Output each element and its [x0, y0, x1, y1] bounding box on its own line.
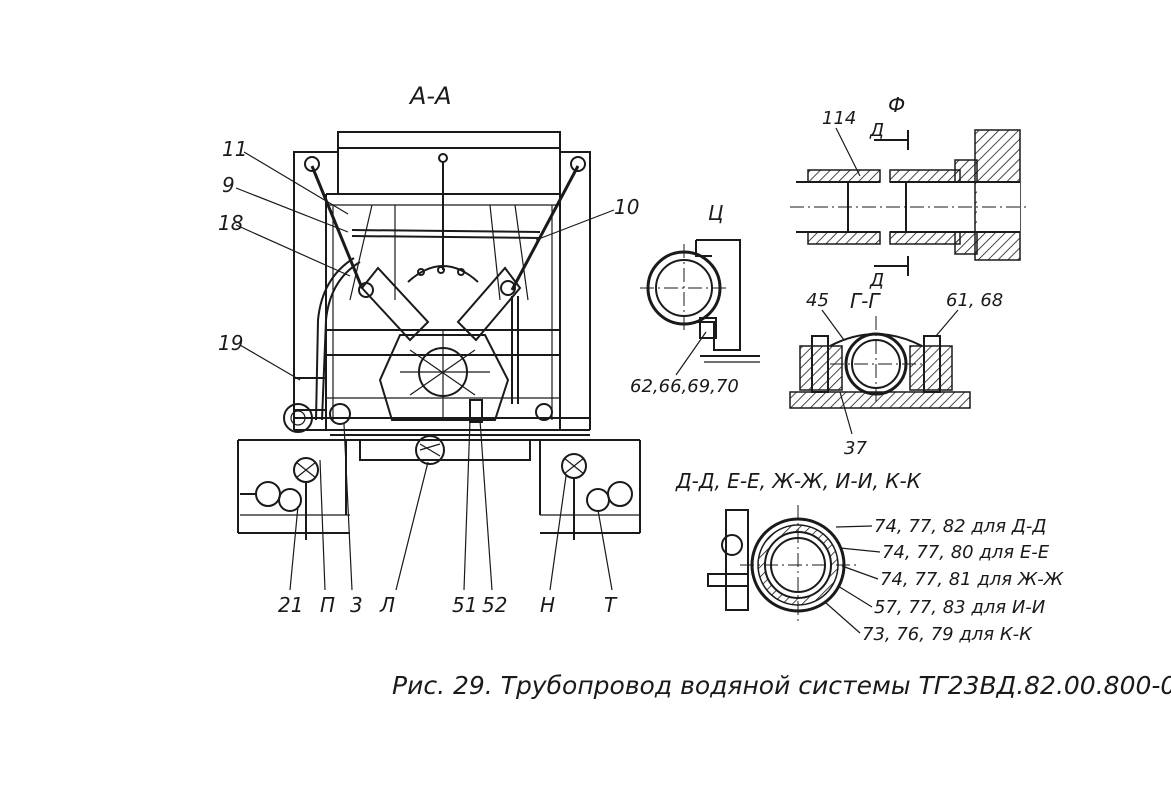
legend-kk: 73, 76, 79 для К-К — [862, 624, 1033, 645]
label-51: 51 — [452, 593, 477, 617]
title-aa: А-А — [408, 82, 452, 110]
callout-18: 18 — [218, 211, 243, 235]
title-dd-list: Д-Д, Е-Е, Ж-Ж, И-И, К-К — [675, 469, 922, 493]
legend-ee: 74, 77, 80 для Е-Е — [882, 542, 1050, 563]
label-3: 3 — [350, 593, 363, 617]
legend-ii: 57, 77, 83 для И-И — [874, 597, 1045, 618]
label-114: 114 — [822, 108, 856, 129]
label-37: 37 — [844, 438, 867, 459]
label-n: Н — [540, 593, 555, 617]
view-aa: А-А — [218, 82, 641, 617]
callout-10: 10 — [614, 195, 639, 219]
view-dd: Д-Д, Е-Е, Ж-Ж, И-И, К-К 74, 77, 82 для Д… — [675, 469, 1064, 645]
view-ts: Ц 62,66,69,70 — [630, 201, 760, 397]
title-gg: Г-Г — [850, 289, 881, 313]
cut-d-bottom: Д — [869, 270, 884, 291]
label-52: 52 — [482, 593, 507, 617]
view-gg: Г-Г 45 61, 68 37 — [789, 289, 1003, 459]
label-ts-parts: 62,66,69,70 — [630, 376, 739, 397]
callout-19: 19 — [218, 331, 243, 355]
label-45: 45 — [806, 290, 829, 311]
callout-11: 11 — [222, 137, 247, 161]
label-21: 21 — [278, 593, 303, 617]
label-61-68: 61, 68 — [946, 290, 1003, 311]
cut-d-top: Д — [869, 120, 884, 141]
figure-caption: Рис. 29. Трубопровод водяной системы ТГ2… — [392, 671, 1171, 700]
legend-zhzh: 74, 77, 81 для Ж-Ж — [880, 569, 1064, 590]
title-f: Ф — [888, 93, 905, 117]
label-p: П — [320, 593, 335, 617]
view-f: Ф 114 Д Д — [790, 93, 1030, 291]
title-ts: Ц — [708, 201, 724, 225]
callout-9: 9 — [222, 173, 235, 197]
label-l: Л — [379, 593, 395, 617]
legend-dd: 74, 77, 82 для Д-Д — [874, 516, 1046, 537]
label-t: Т — [604, 593, 618, 617]
